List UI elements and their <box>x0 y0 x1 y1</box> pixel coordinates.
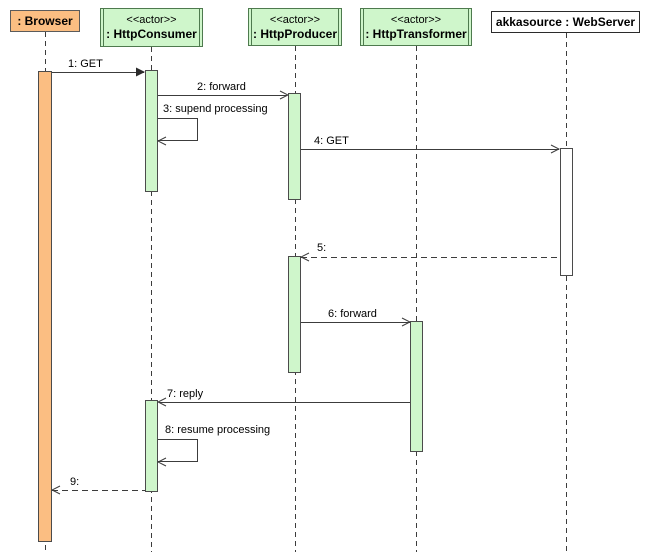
participant-httptransformer-label: : HttpTransformer <box>365 26 467 41</box>
activation-bar-producer-2 <box>288 256 301 373</box>
message-6-label: 6: forward <box>328 308 377 320</box>
message-4-label: 4: GET <box>314 135 349 147</box>
participant-httpconsumer-stereotype: <<actor>> <box>126 14 177 26</box>
lifeline-httptransformer <box>416 46 417 552</box>
participant-webserver: akkasource : WebServer <box>491 11 640 33</box>
message-7-line <box>159 402 410 403</box>
message-1-line <box>52 72 144 73</box>
message-4-line <box>301 149 559 150</box>
participant-httpproducer: <<actor>> : HttpProducer <box>248 8 342 46</box>
participant-webserver-label: akkasource : WebServer <box>495 15 636 29</box>
activation-bar-browser <box>38 71 52 542</box>
arrowhead-open-left-icon <box>300 252 310 262</box>
arrowhead-filled-right-icon <box>136 67 145 77</box>
message-1-label: 1: GET <box>68 58 103 70</box>
participant-httpconsumer-label: : HttpConsumer <box>106 27 197 41</box>
message-2-line <box>158 95 287 96</box>
activation-bar-consumer-2 <box>145 400 158 492</box>
participant-browser-label: : Browser <box>17 14 73 28</box>
message-5-line <box>301 257 560 258</box>
participant-httptransformer: <<actor>> : HttpTransformer <box>360 8 472 46</box>
participant-httptransformer-stereotype: <<actor>> <box>390 13 442 26</box>
lifeline-webserver <box>566 33 567 552</box>
activation-bar-producer-1 <box>288 93 301 200</box>
activation-bar-transformer <box>410 321 423 452</box>
arrowhead-open-left-icon <box>157 397 167 407</box>
arrowhead-open-right-icon <box>401 317 411 327</box>
arrowhead-open-left-icon <box>51 485 61 495</box>
message-7-label: 7: reply <box>167 388 204 400</box>
message-8-self-loop <box>158 439 198 462</box>
participant-httpproducer-stereotype: <<actor>> <box>269 13 321 26</box>
message-3-label: 3: supend processing <box>163 103 268 115</box>
arrowhead-open-right-icon <box>550 144 560 154</box>
lifeline-httpconsumer <box>151 47 152 552</box>
message-6-line <box>301 322 410 323</box>
message-3-self-loop <box>158 118 198 141</box>
activation-bar-consumer-1 <box>145 70 158 192</box>
arrowhead-open-right-icon <box>279 90 289 100</box>
participant-browser: : Browser <box>10 10 80 32</box>
message-8-label: 8: resume processing <box>165 424 271 436</box>
message-9-line <box>52 490 145 491</box>
arrowhead-open-left-icon <box>157 457 167 467</box>
message-5-label: 5: <box>317 242 327 254</box>
activation-bar-webserver <box>560 148 573 276</box>
message-9-label: 9: <box>70 476 80 488</box>
message-2-label: 2: forward <box>197 81 246 93</box>
participant-httpconsumer: <<actor>> : HttpConsumer <box>100 8 203 47</box>
arrowhead-open-left-icon <box>157 136 167 146</box>
participant-httpproducer-label: : HttpProducer <box>253 26 337 41</box>
